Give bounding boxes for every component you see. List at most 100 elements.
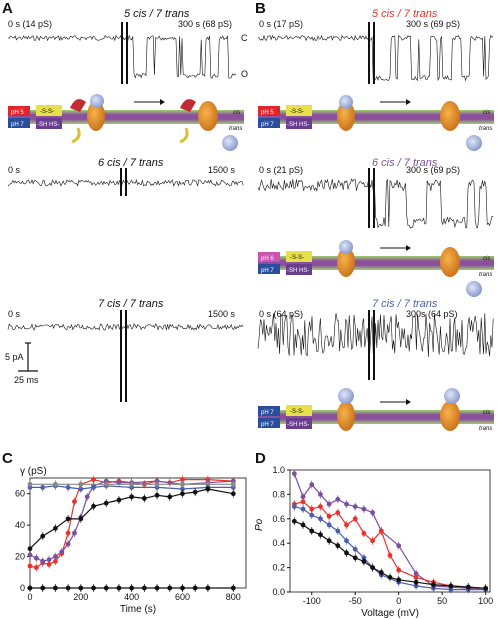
c-x-axis-label: Time (s) (120, 604, 156, 615)
c-series-1-point (53, 554, 58, 559)
svg-text:pH 7: pH 7 (261, 422, 274, 428)
svg-text:trans: trans (229, 126, 242, 132)
d-y-tick-label: 0.8 (272, 489, 285, 499)
b-trace3-left: 0 s (64 pS) (259, 309, 303, 319)
c-x-tick-label: 0 (27, 592, 32, 602)
d-plot-frame (289, 469, 491, 593)
d-series-1-point (326, 513, 332, 519)
c-series-2-point (78, 486, 84, 492)
b-membrane-diagram-1: pH 5 pH 7 -S-S- -SH HS- cis trans (258, 95, 494, 151)
b-membrane-diagram-2: pH 6 pH 7 -S-S- -SH HS- cis trans (258, 240, 494, 297)
svg-text:cis: cis (483, 110, 490, 116)
svg-text:pH 5: pH 5 (11, 110, 24, 116)
d-series-1-point (309, 506, 315, 512)
b-trace2-gap-1 (368, 168, 370, 228)
a-trace1-gap-1 (121, 22, 123, 84)
panel-label-c: C (2, 450, 13, 467)
c-series-0-point (91, 477, 96, 482)
a-trace3-condition: 7 cis / 7 trans (98, 298, 164, 310)
c-series-5-point (78, 585, 84, 591)
d-series-0-point (335, 496, 341, 502)
c-y-tick-label: 20 (15, 552, 25, 562)
d-series-3-point (318, 532, 323, 538)
d-series-0-point (361, 506, 367, 512)
c-series-4-point (192, 489, 198, 495)
c-y-tick-label: 0 (20, 583, 25, 593)
d-series-1-point (370, 538, 376, 544)
svg-text:-S-S-: -S-S- (290, 109, 304, 115)
d-series-0-point (370, 510, 376, 516)
c-series-0-point (53, 558, 58, 564)
c-series-0-point (65, 530, 71, 536)
panel-label-b: B (255, 0, 266, 17)
c-series-4-line (29, 488, 234, 550)
c-series-5-point (129, 585, 135, 591)
svg-text:cis: cis (483, 256, 490, 262)
c-series-3-point (205, 481, 211, 487)
svg-text:cis: cis (483, 410, 490, 416)
b-trace1-gap-2 (373, 22, 375, 84)
svg-text:pH 7: pH 7 (261, 268, 274, 274)
a-trace3-left: 0 s (8, 309, 21, 319)
c-series-5-point (141, 585, 147, 591)
b-membrane-diagram-3: pH 7 pH 7 -S-S- -SH HS- cis trans (258, 388, 494, 432)
c-series-3-point (129, 481, 135, 487)
d-x-tick-label: 0 (396, 596, 401, 606)
c-series-5-point (27, 585, 33, 591)
a-open-label: O (241, 69, 248, 79)
panel-label-a: A (2, 0, 13, 17)
d-series-3-point (396, 577, 402, 583)
c-series-4-point (91, 503, 96, 509)
c-series-1-point (65, 541, 71, 547)
svg-text:trans: trans (479, 426, 492, 432)
b-trace2-condition: 6 cis / 7 trans (372, 157, 438, 169)
d-series-3-point (291, 518, 297, 524)
b-trace3-gap-2 (373, 310, 375, 380)
c-series-2-point (40, 485, 46, 490)
d-series-3-point (326, 538, 332, 544)
c-series-1-point (72, 530, 77, 536)
d-series-1-point (361, 531, 367, 536)
a-trace3-gap-2 (125, 310, 127, 402)
svg-text:25 ms: 25 ms (14, 375, 39, 385)
a-trace1-right: 300 s (68 pS) (178, 19, 232, 29)
d-series-2-point (344, 538, 349, 544)
svg-text:-SH HS-: -SH HS- (37, 122, 59, 128)
a-trace3-gap-1 (120, 310, 122, 402)
d-series-1-point (387, 553, 393, 558)
c-series-1-point (84, 494, 90, 500)
c-series-4-point (65, 516, 71, 522)
d-series-0-line (293, 473, 486, 591)
d-series-2-point (352, 546, 358, 552)
b-trace2-right: 300 s (69 pS) (406, 165, 460, 175)
d-x-tick-label: -50 (349, 596, 362, 606)
c-series-0-point (180, 477, 185, 482)
d-series-3-point (309, 528, 315, 534)
b-trace3 (257, 312, 494, 357)
d-series-1-point (413, 574, 419, 580)
d-y-tick-label: 0.6 (272, 514, 285, 524)
d-series-0-point (291, 471, 297, 477)
a-membrane-diagram: pH 5 pH 7 -S-S- -SH HS- cis trans (8, 94, 244, 151)
svg-text:pH 7: pH 7 (261, 122, 274, 128)
d-y-tick-label: 1.0 (272, 465, 285, 475)
d-series-0-point (309, 482, 315, 488)
c-series-5-point (167, 585, 173, 591)
a-trace2-right: 1500 s (208, 165, 236, 175)
c-y-axis-label: γ (pS) (20, 466, 47, 477)
svg-text:pH 5: pH 5 (261, 110, 274, 116)
c-series-5-point (116, 585, 122, 591)
d-series-1-point (344, 522, 349, 528)
d-x-tick-label: 100 (478, 596, 493, 606)
b-trace1-condition: 5 cis / 7 trans (372, 8, 438, 20)
d-series-1-point (335, 510, 341, 516)
c-series-5-point (103, 585, 109, 591)
b-trace1-gap-1 (368, 22, 370, 84)
d-x-axis-label: Voltage (mV) (361, 608, 419, 619)
c-series-4-point (103, 500, 109, 506)
a-trace1-condition: 5 cis / 7 trans (124, 8, 190, 20)
c-series-4-point (78, 516, 84, 522)
